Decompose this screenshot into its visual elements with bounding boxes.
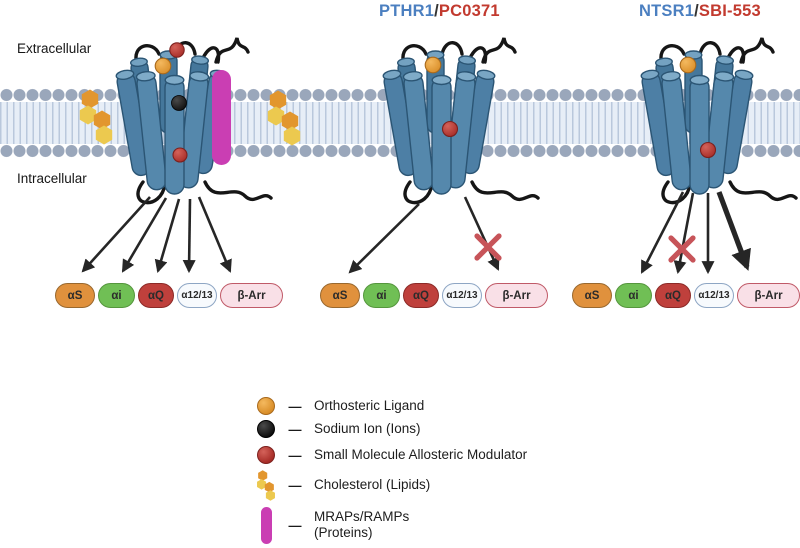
orthosteric-ligand-icon bbox=[679, 56, 697, 74]
legend-label: Cholesterol (Lipids) bbox=[314, 477, 431, 492]
legend-item-cholesterol: — Cholesterol (Lipids) bbox=[248, 469, 430, 501]
allosteric-modulator-icon bbox=[172, 147, 188, 163]
extracellular-label: Extracellular bbox=[17, 41, 92, 56]
gpcr-bundle bbox=[638, 36, 798, 205]
signal-arrow bbox=[197, 196, 232, 273]
pill-alpha-i: αi bbox=[98, 283, 135, 308]
inhibition-x-icon bbox=[668, 235, 696, 263]
legend-dash: — bbox=[288, 517, 302, 533]
pill-beta-arrestin: β-Arr bbox=[485, 283, 548, 308]
cholesterol-icon bbox=[257, 469, 275, 501]
signal-arrow bbox=[81, 196, 151, 273]
legend-label: Small Molecule Allosteric Modulator bbox=[314, 447, 528, 462]
signal-arrow-enhanced bbox=[716, 191, 751, 271]
receptor-gpcr-reference bbox=[113, 36, 273, 205]
pill-alpha-s: αS bbox=[572, 283, 612, 308]
inhibition-marks bbox=[474, 233, 696, 263]
receptor-name: PTHR1 bbox=[379, 2, 435, 20]
ligand-name: SBI-553 bbox=[698, 2, 761, 20]
mrap-ramp-protein bbox=[212, 70, 231, 165]
legend-item-sodium-ion: — Sodium Ion (Ions) bbox=[248, 420, 421, 438]
title-separator: / bbox=[434, 2, 439, 20]
pill-alpha-q: αQ bbox=[403, 283, 439, 308]
pill-alpha-s: αS bbox=[55, 283, 95, 308]
legend-label-line2: (Proteins) bbox=[314, 525, 373, 540]
orthosteric-ligand-icon bbox=[257, 397, 275, 415]
legend-label: MRAPs/RAMPs (Proteins) bbox=[314, 509, 409, 541]
signal-arrow-blocked bbox=[673, 192, 695, 275]
signal-arrow bbox=[640, 191, 685, 274]
legend-dash: — bbox=[288, 477, 302, 493]
legend-dash: — bbox=[288, 447, 302, 463]
receptor-gpcr-ntsr1 bbox=[638, 36, 798, 205]
orthosteric-ligand-icon bbox=[154, 57, 172, 75]
pill-beta-arrestin: β-Arr bbox=[220, 283, 283, 308]
intracellular-label: Intracellular bbox=[17, 171, 87, 186]
signal-arrow bbox=[121, 197, 168, 273]
receptor-gpcr-pthr1 bbox=[380, 36, 540, 205]
mrap-ramp-icon bbox=[260, 506, 272, 544]
cholesterol-icon bbox=[79, 89, 113, 145]
allosteric-modulator-icon bbox=[169, 42, 185, 58]
signal-arrow bbox=[348, 203, 420, 274]
gprotein-pill-row-2: αS αi αQ α12/13 β-Arr bbox=[320, 283, 548, 308]
cholesterol-icon bbox=[267, 90, 301, 146]
legend-label: Sodium Ion (Ions) bbox=[314, 421, 421, 436]
legend-item-orthosteric-ligand: — Orthosteric Ligand bbox=[248, 397, 424, 415]
title-separator: / bbox=[694, 2, 699, 20]
gpcr-bundle bbox=[380, 36, 540, 205]
pill-alpha-i: αi bbox=[615, 283, 652, 308]
pill-alpha-12-13: α12/13 bbox=[442, 283, 482, 308]
pill-alpha-12-13: α12/13 bbox=[177, 283, 217, 308]
receptor-name: NTSR1 bbox=[639, 2, 695, 20]
legend-label-line1: MRAPs/RAMPs bbox=[314, 509, 410, 524]
gpcr-bundle bbox=[113, 36, 273, 205]
pill-beta-arrestin: β-Arr bbox=[737, 283, 800, 308]
gprotein-pill-row-1: αS αi αQ α12/13 β-Arr bbox=[55, 283, 283, 308]
orthosteric-ligand-icon bbox=[424, 56, 442, 74]
allosteric-modulator-icon bbox=[257, 446, 275, 464]
legend-dash: — bbox=[288, 421, 302, 437]
receptor-pair-title-ntsr1: NTSR1/SBI-553 bbox=[639, 2, 761, 21]
legend-item-mraps-ramps: — MRAPs/RAMPs (Proteins) bbox=[248, 503, 409, 547]
legend-dash: — bbox=[288, 398, 302, 414]
allosteric-modulator-icon bbox=[441, 120, 459, 138]
pill-alpha-12-13: α12/13 bbox=[694, 283, 734, 308]
pill-alpha-q: αQ bbox=[655, 283, 691, 308]
pill-alpha-q: αQ bbox=[138, 283, 174, 308]
sodium-ion-icon bbox=[257, 420, 275, 438]
gprotein-pill-row-3: αS αi αQ α12/13 β-Arr bbox=[572, 283, 800, 308]
pill-alpha-s: αS bbox=[320, 283, 360, 308]
signal-arrow-blocked bbox=[463, 196, 500, 271]
allosteric-modulator-icon bbox=[699, 141, 717, 159]
receptor-pair-title-pthr1: PTHR1/PC0371 bbox=[379, 2, 500, 21]
signal-arrows bbox=[81, 191, 751, 275]
legend-label: Orthosteric Ligand bbox=[314, 398, 425, 413]
signal-arrow bbox=[182, 198, 196, 274]
sodium-ion-icon bbox=[171, 95, 187, 111]
inhibition-x-icon bbox=[474, 233, 502, 261]
signal-arrow bbox=[154, 198, 181, 273]
pill-alpha-i: αi bbox=[363, 283, 400, 308]
ligand-name: PC0371 bbox=[438, 2, 500, 20]
legend-item-allosteric-modulator: — Small Molecule Allosteric Modulator bbox=[248, 446, 527, 464]
